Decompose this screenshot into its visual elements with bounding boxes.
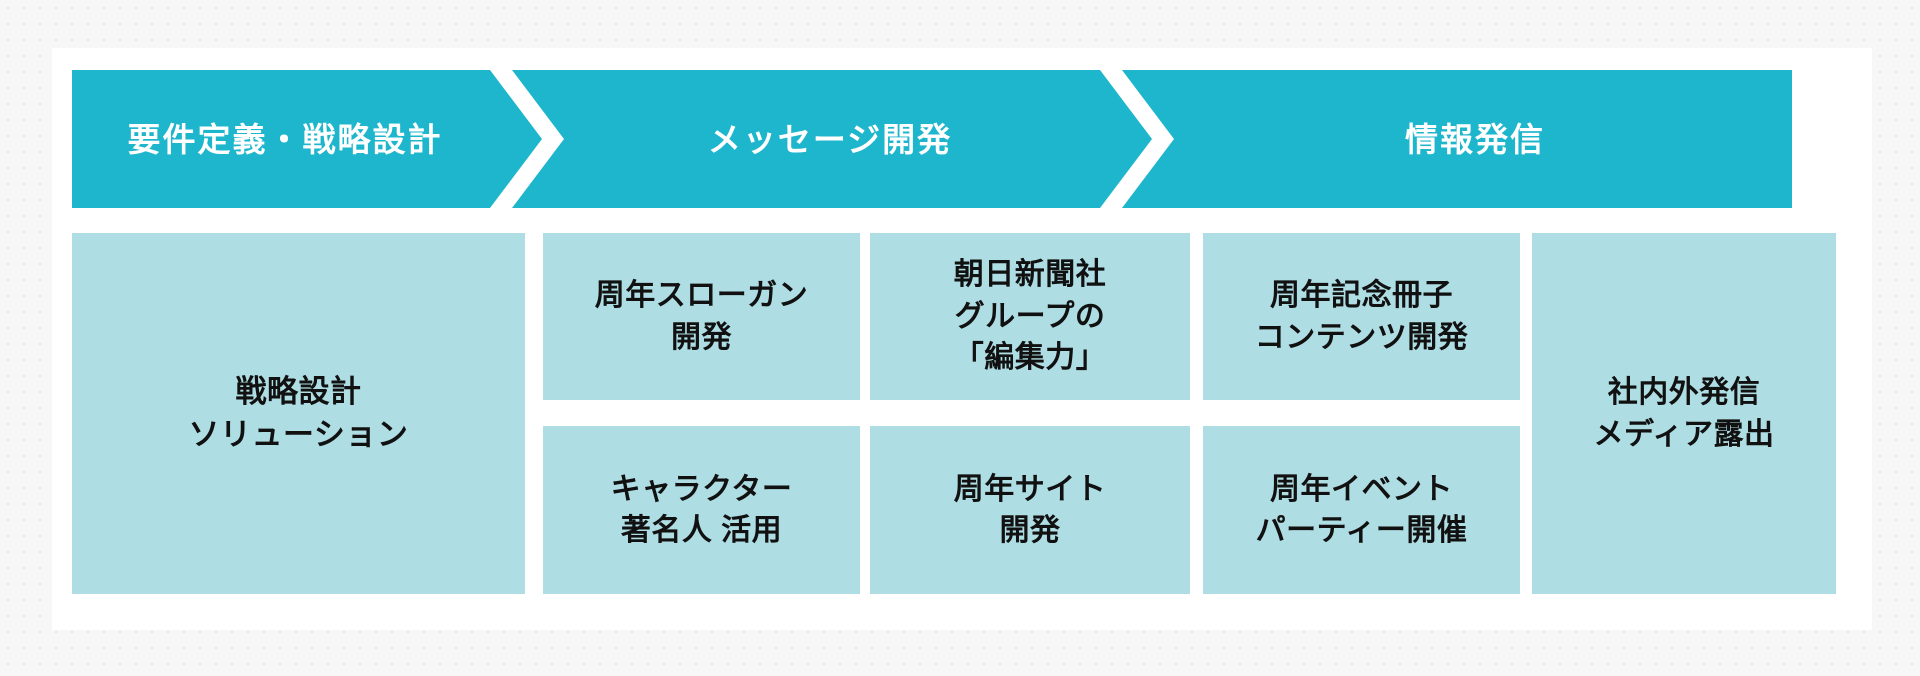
flow-grid: 戦略設計 ソリューション 周年スローガン 開発 キャラクター 著名人 活用 朝日… xyxy=(72,233,1836,594)
flow-box-internal-external-media-exposure[interactable]: 社内外発信 メディア露出 xyxy=(1532,233,1836,594)
flow-box-asahi-group-editorial-power[interactable]: 朝日新聞社 グループの 「編集力」 xyxy=(870,233,1190,400)
flow-box-label: 周年記念冊子 コンテンツ開発 xyxy=(1254,279,1469,354)
flow-box-anniversary-event-party[interactable]: 周年イベント パーティー開催 xyxy=(1203,426,1520,594)
flow-column-internal-external-media: 社内外発信 メディア露出 xyxy=(1532,233,1836,594)
flow-box-label: 周年サイト 開発 xyxy=(953,472,1107,547)
flow-column-slogan-character: 周年スローガン 開発 キャラクター 著名人 活用 xyxy=(543,233,860,594)
flow-box-anniversary-slogan-development[interactable]: 周年スローガン 開発 xyxy=(543,233,860,400)
flow-column-strategy-solution: 戦略設計 ソリューション xyxy=(72,233,525,594)
flow-box-anniversary-site-development[interactable]: 周年サイト 開発 xyxy=(870,426,1190,594)
flow-box-label: 周年イベント パーティー開催 xyxy=(1255,472,1468,547)
phase-label-requirements-strategy: 要件定義・戦略設計 xyxy=(127,120,443,158)
flow-column-editorial-site: 朝日新聞社 グループの 「編集力」 周年サイト 開発 xyxy=(870,233,1190,594)
phase-label-information-delivery: 情報発信 xyxy=(1405,120,1545,158)
phase-band: 要件定義・戦略設計 メッセージ開発 情報発信 xyxy=(72,70,1792,208)
flow-box-label: 社内外発信 メディア露出 xyxy=(1593,376,1775,451)
phase-label-message-development: メッセージ開発 xyxy=(707,120,953,158)
flow-box-anniversary-booklet-content-development[interactable]: 周年記念冊子 コンテンツ開発 xyxy=(1203,233,1520,400)
flow-box-character-celebrity-utilization[interactable]: キャラクター 著名人 活用 xyxy=(543,426,860,594)
flow-box-label: 戦略設計 ソリューション xyxy=(188,373,409,452)
flow-box-strategy-design-solution[interactable]: 戦略設計 ソリューション xyxy=(72,233,525,594)
phase-segment-requirements-strategy[interactable]: 要件定義・戦略設計 xyxy=(72,70,542,208)
phase-segment-information-delivery[interactable]: 情報発信 xyxy=(1122,70,1792,208)
flow-box-label: 朝日新聞社 グループの 「編集力」 xyxy=(953,258,1107,375)
diagram-card: 要件定義・戦略設計 メッセージ開発 情報発信 戦略設計 ソリューション 周年スロ… xyxy=(52,48,1872,630)
flow-box-label: キャラクター 著名人 活用 xyxy=(610,472,793,547)
flow-column-booklet-event: 周年記念冊子 コンテンツ開発 周年イベント パーティー開催 xyxy=(1203,233,1520,594)
flow-box-label: 周年スローガン 開発 xyxy=(594,279,809,354)
phase-segment-message-development[interactable]: メッセージ開発 xyxy=(512,70,1152,208)
